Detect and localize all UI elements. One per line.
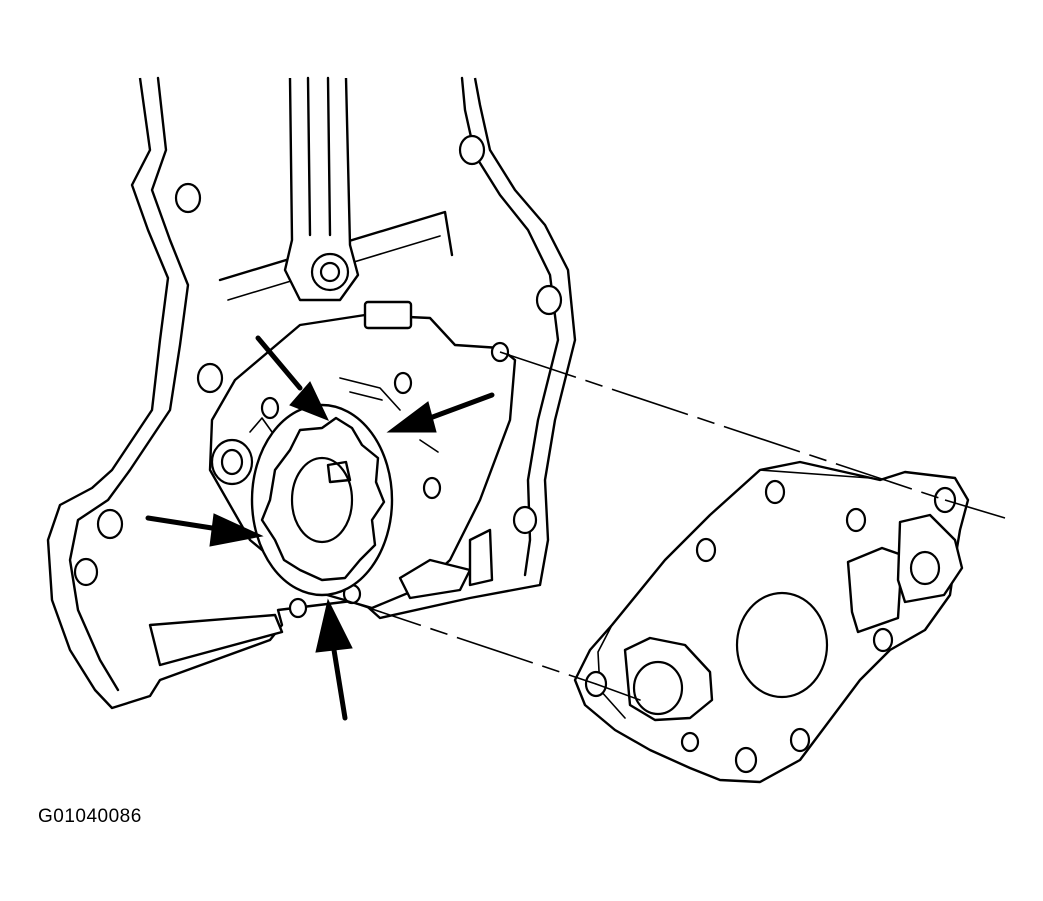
alignment-lines xyxy=(344,351,1006,701)
indicator-arrow-right xyxy=(386,392,495,433)
indicator-arrow-upper-left xyxy=(255,335,329,421)
indicator-arrow-left xyxy=(145,513,264,547)
indicator-arrow-bottom xyxy=(315,598,353,721)
oil-pump-cover xyxy=(573,460,970,784)
figure-id-label: G01040086 xyxy=(38,806,142,827)
flange-bolt-holes xyxy=(73,134,563,619)
oil-pump-gears xyxy=(210,377,439,597)
connecting-rod xyxy=(283,76,360,302)
